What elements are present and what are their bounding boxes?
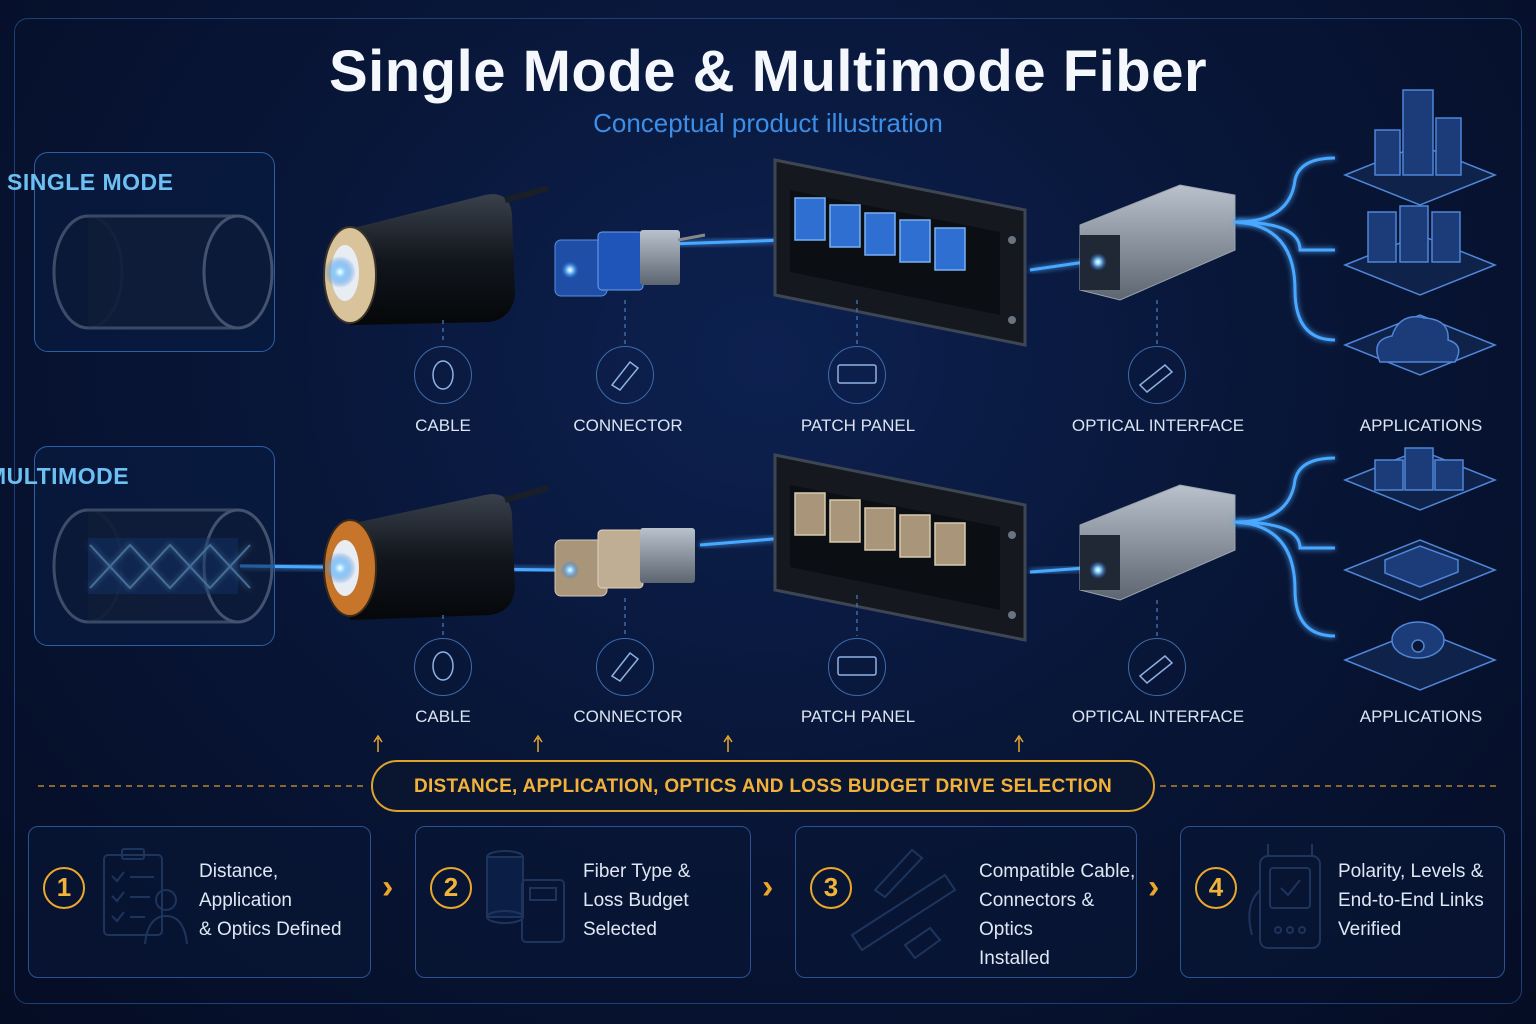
step-card-2: 2 Fiber Type & Loss Budget Selected — [415, 826, 751, 978]
step-text: Compatible Cable, Connectors & Optics In… — [979, 861, 1136, 969]
stage-label-patch-panel: PATCH PANEL — [800, 416, 916, 435]
stage-label-patch-panel: PATCH PANEL — [800, 707, 916, 726]
cable-ring — [414, 346, 472, 404]
selection-arrows — [373, 734, 1024, 752]
step-number: 2 — [430, 867, 472, 909]
network-switch-app-icon — [1342, 539, 1498, 601]
step-number: 4 — [1195, 867, 1237, 909]
camera-app-icon — [1342, 621, 1498, 691]
selection-banner: DISTANCE, APPLICATION, OPTICS AND LOSS B… — [371, 760, 1155, 812]
stage-label-optical-interface: OPTICAL INTERFACE — [1071, 416, 1245, 435]
servers-app-icon — [1342, 205, 1498, 296]
buildings-app-icon — [1342, 89, 1498, 206]
patch-panel-ring — [828, 346, 886, 404]
multimode-label: MULTIMODE — [0, 463, 130, 489]
campus-buildings-app-icon — [1342, 447, 1498, 511]
step-card-1: 1 Distance, Application & Optics Defined — [28, 826, 371, 978]
stage-label-connector: CONNECTOR — [573, 416, 683, 435]
stage-label-cable: CABLE — [415, 707, 471, 726]
stage-label-connector: CONNECTOR — [573, 707, 683, 726]
patch-panel-ring — [828, 638, 886, 696]
single-mode-panel: SINGLE MODE — [7, 152, 275, 352]
step-text: Distance, Application & Optics Defined — [199, 861, 342, 940]
single-mode-label: SINGLE MODE — [7, 169, 174, 195]
single-mode-connector-icon — [554, 230, 706, 297]
step-chevron-icon: › — [1148, 868, 1160, 906]
step-text: Polarity, Levels & End-to-End Links Veri… — [1338, 861, 1484, 940]
stage-label-applications: APPLICATIONS — [1359, 416, 1483, 435]
cloud-app-icon — [1342, 314, 1498, 376]
banner-text: DISTANCE, APPLICATION, OPTICS AND LOSS B… — [413, 776, 1113, 797]
multimode-cable-icon — [323, 485, 549, 620]
step-chevron-icon: › — [762, 868, 774, 906]
optical-interface-ring — [1128, 638, 1186, 696]
optical-interface-ring — [1128, 346, 1186, 404]
stage-label-applications: APPLICATIONS — [1359, 707, 1483, 726]
single-mode-patch-panel-icon — [773, 158, 1027, 347]
step-card-4: 4 Polarity, Levels & End-to-End Links Ve… — [1180, 826, 1505, 978]
step-card-3: 3 Compatible Cable, Connectors & Optics … — [795, 826, 1137, 978]
step-text: Fiber Type & Loss Budget Selected — [583, 861, 691, 940]
single-mode-optical-interface-icon — [1079, 184, 1236, 301]
connector-ring — [596, 346, 654, 404]
page-title: Single Mode & Multimode Fiber — [328, 39, 1208, 104]
step-number: 1 — [43, 867, 85, 909]
step-number: 3 — [810, 867, 852, 909]
step-chevron-icon: › — [382, 868, 394, 906]
page-subtitle: Conceptual product illustration — [593, 108, 943, 138]
stage-label-cable: CABLE — [415, 416, 471, 435]
outer-frame — [14, 18, 1522, 1004]
single-mode-cable-icon — [323, 185, 549, 325]
stage-label-optical-interface: OPTICAL INTERFACE — [1071, 707, 1245, 726]
multimode-optical-interface-icon — [1079, 484, 1236, 601]
connector-ring — [596, 638, 654, 696]
multimode-patch-panel-icon — [773, 453, 1027, 642]
multimode-connector-icon — [554, 528, 695, 597]
multimode-panel: MULTIMODE — [0, 446, 275, 646]
cable-ring — [414, 638, 472, 696]
